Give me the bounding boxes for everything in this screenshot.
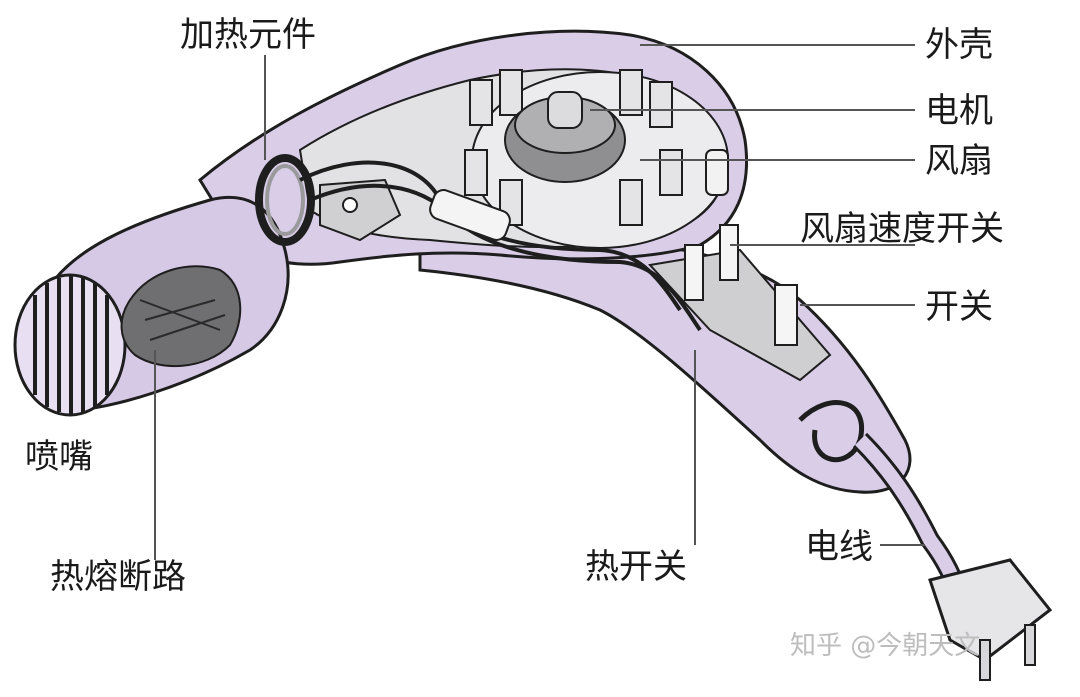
heating-ring-inner	[265, 164, 305, 236]
thermal-fuse-mount	[319, 178, 402, 242]
inline-capacitor	[429, 189, 511, 241]
fan-post	[705, 149, 729, 196]
watermark: 知乎 @今朝天文	[790, 631, 981, 661]
plug-prong-2	[1024, 624, 1036, 666]
heating-coil-wires	[139, 299, 226, 341]
fan-speed-switch-prong-2	[719, 224, 739, 281]
cord-loop	[798, 400, 864, 463]
label-casing: 外壳	[925, 25, 993, 65]
leader-lines	[154, 44, 925, 560]
nozzle-grille-bars	[33, 276, 109, 414]
label-switch: 开关	[925, 287, 993, 327]
label-fan: 风扇	[925, 141, 993, 181]
label-fan-speed-switch: 风扇速度开关	[800, 209, 1004, 249]
power-switch-prong	[774, 284, 798, 346]
label-motor: 电机	[925, 91, 993, 131]
label-thermal-switch: 热开关	[585, 547, 687, 587]
label-power-cord: 电线	[805, 527, 873, 567]
fan-blades	[464, 69, 683, 226]
thermal-fuse-screw	[342, 197, 358, 213]
label-thermal-fuse: 热熔断路	[50, 557, 186, 597]
label-heating-element: 加热元件	[180, 15, 316, 55]
plug-prong-1	[979, 639, 991, 681]
motor-shaft	[547, 91, 583, 129]
fan-speed-switch-prong-1	[684, 244, 704, 301]
label-nozzle: 喷嘴	[25, 437, 93, 477]
plug-body	[928, 558, 1053, 662]
